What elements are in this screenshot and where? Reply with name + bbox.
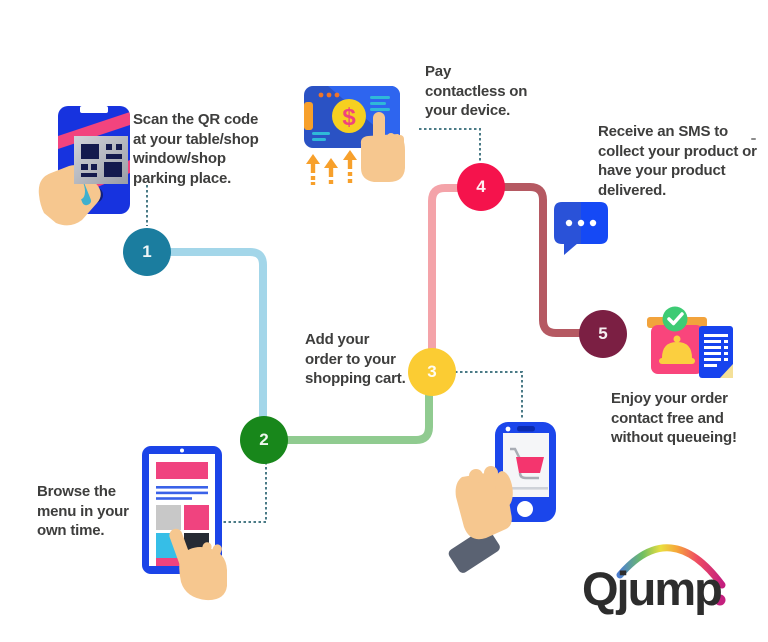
camera-dot bbox=[505, 426, 511, 432]
step-circle-1: 1 bbox=[123, 228, 171, 276]
speaker bbox=[517, 426, 535, 432]
menu-browse-tablet-icon bbox=[142, 446, 227, 601]
connector-step1-to-2 bbox=[147, 248, 267, 440]
step-2-label: Browse the menu in your own time. bbox=[37, 483, 129, 539]
check-mark bbox=[667, 312, 684, 326]
dashed-link-step3 bbox=[455, 371, 523, 420]
bubble-tail bbox=[564, 243, 578, 255]
card-dots bbox=[318, 92, 340, 98]
step-3-label: Add your order to your shopping cart. bbox=[305, 331, 406, 387]
shopping-cart-phone-icon bbox=[448, 422, 556, 573]
camera-dot bbox=[180, 448, 184, 453]
connector-step3-to-4 bbox=[428, 184, 481, 372]
step-circle-3: 3 bbox=[408, 348, 456, 396]
step-number-4: 4 bbox=[476, 177, 486, 196]
pointing-hand bbox=[360, 112, 405, 182]
contactless-payment-icon: $ bbox=[304, 86, 405, 185]
pointing-hand bbox=[169, 528, 227, 601]
step-circle-4: 4 bbox=[457, 163, 505, 211]
step-5-label: Receive an SMS to collect your product o… bbox=[598, 123, 757, 199]
step-5-secondary-label: Enjoy your order contact free and withou… bbox=[611, 390, 737, 446]
dollar-sign: $ bbox=[342, 104, 356, 131]
coin bbox=[332, 99, 366, 133]
check-circle bbox=[662, 306, 688, 332]
step-number-5: 5 bbox=[598, 324, 608, 343]
connector-step2-to-3 bbox=[264, 372, 433, 444]
step-circle-2: 2 bbox=[240, 416, 288, 464]
step-number-1: 1 bbox=[142, 242, 152, 261]
step-number-3: 3 bbox=[427, 362, 437, 381]
connector-step4-to-5 bbox=[481, 183, 603, 337]
step-4-label: Pay contactless on your device. bbox=[425, 63, 528, 119]
logo-wordmark: Qjump bbox=[582, 562, 721, 615]
dashed-link-step2 bbox=[221, 462, 267, 523]
holding-hand bbox=[455, 466, 513, 540]
card-side-bar bbox=[304, 102, 313, 130]
receipt bbox=[699, 326, 733, 378]
shopping-cart bbox=[506, 447, 548, 490]
service-bell bbox=[659, 335, 695, 364]
sms-chat-bubble-icon bbox=[554, 202, 608, 255]
sleeve bbox=[448, 527, 500, 573]
typing-dots bbox=[565, 219, 597, 227]
stray-mark bbox=[751, 138, 756, 140]
logo-exclamation-dot bbox=[714, 594, 726, 606]
qr-scan-phone-icon bbox=[38, 106, 130, 226]
dashed-link-step4 bbox=[419, 128, 481, 161]
card-text-lines bbox=[312, 96, 390, 141]
up-arrows bbox=[306, 150, 357, 185]
step-circle-5: 5 bbox=[579, 310, 627, 358]
home-button bbox=[517, 501, 533, 517]
step-number-2: 2 bbox=[259, 430, 269, 449]
step-1-label: Scan the QR code at your table/shop wind… bbox=[133, 111, 259, 187]
qr-code bbox=[74, 136, 128, 184]
logo-rainbow-arc bbox=[616, 544, 726, 589]
order-box-bell-receipt-icon bbox=[647, 306, 733, 378]
qjump-logo: Qjump bbox=[582, 544, 726, 615]
